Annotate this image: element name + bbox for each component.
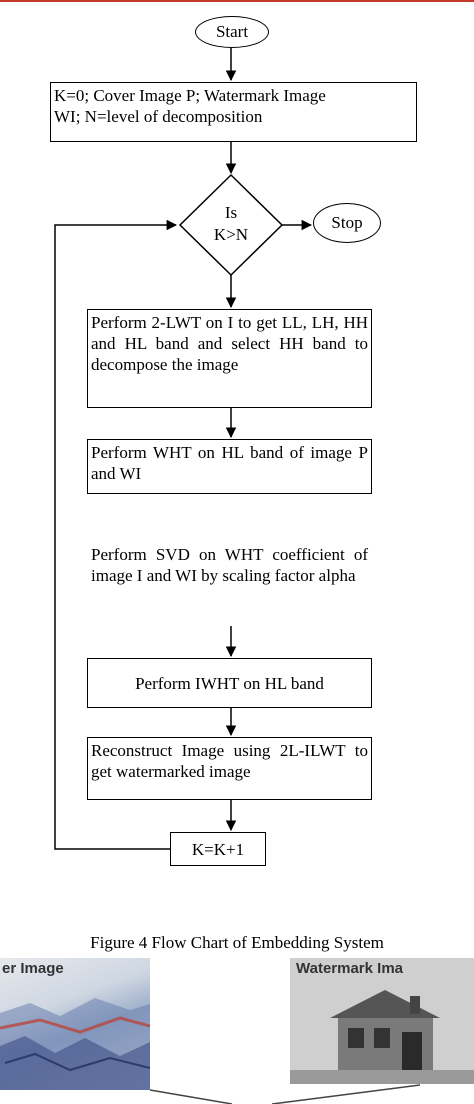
- wht-text: Perform WHT on HL band of image P and WI: [91, 443, 368, 483]
- watermark-image: Watermark Ima: [290, 958, 474, 1084]
- svd-box: Perform SVD on WHT coefficient of image …: [87, 541, 372, 626]
- loop-back-line: [54, 219, 178, 850]
- cover-image-title: er Image: [2, 960, 64, 977]
- wht-box: Perform WHT on HL band of image P and WI: [87, 439, 372, 494]
- decision-line-2: K>N: [213, 225, 249, 244]
- top-rule: [0, 0, 474, 2]
- svd-text: Perform SVD on WHT coefficient of image …: [91, 545, 368, 585]
- arrow-caption-left: [149, 1089, 233, 1104]
- start-terminal: Start: [195, 16, 269, 48]
- init-box: K=0; Cover Image P; Watermark Image WI; …: [50, 82, 417, 142]
- arrow-caption-right: [271, 1084, 421, 1104]
- reconstruct-box: Reconstruct Image using 2L-ILWT to get w…: [87, 737, 372, 800]
- increment-text: K=K+1: [191, 839, 245, 859]
- lwt-box: Perform 2-LWT on I to get LL, LH, HH and…: [87, 309, 372, 408]
- start-label: Start: [215, 22, 249, 41]
- decision-diamond: [178, 173, 284, 277]
- cover-image-art: [0, 998, 150, 1090]
- reconstruct-text: Reconstruct Image using 2L-ILWT to get w…: [91, 741, 368, 781]
- cover-image: er Image: [0, 958, 150, 1090]
- increment-box: K=K+1: [170, 832, 266, 866]
- watermark-image-title: Watermark Ima: [296, 960, 403, 977]
- init-line-2: WI; N=level of decomposition: [54, 107, 263, 126]
- stop-label: Stop: [331, 213, 363, 232]
- decision-label: Is K>N: [196, 202, 266, 246]
- iwht-text: Perform IWHT on HL band: [135, 673, 324, 693]
- lwt-text: Perform 2-LWT on I to get LL, LH, HH and…: [91, 313, 368, 374]
- decision-line-1: Is: [224, 203, 238, 222]
- init-line-1: K=0; Cover Image P; Watermark Image: [54, 86, 326, 105]
- figure-caption: Figure 4 Flow Chart of Embedding System: [90, 933, 384, 952]
- watermark-image-art: [290, 958, 474, 1084]
- stop-terminal: Stop: [313, 203, 381, 243]
- iwht-box: Perform IWHT on HL band: [87, 658, 372, 708]
